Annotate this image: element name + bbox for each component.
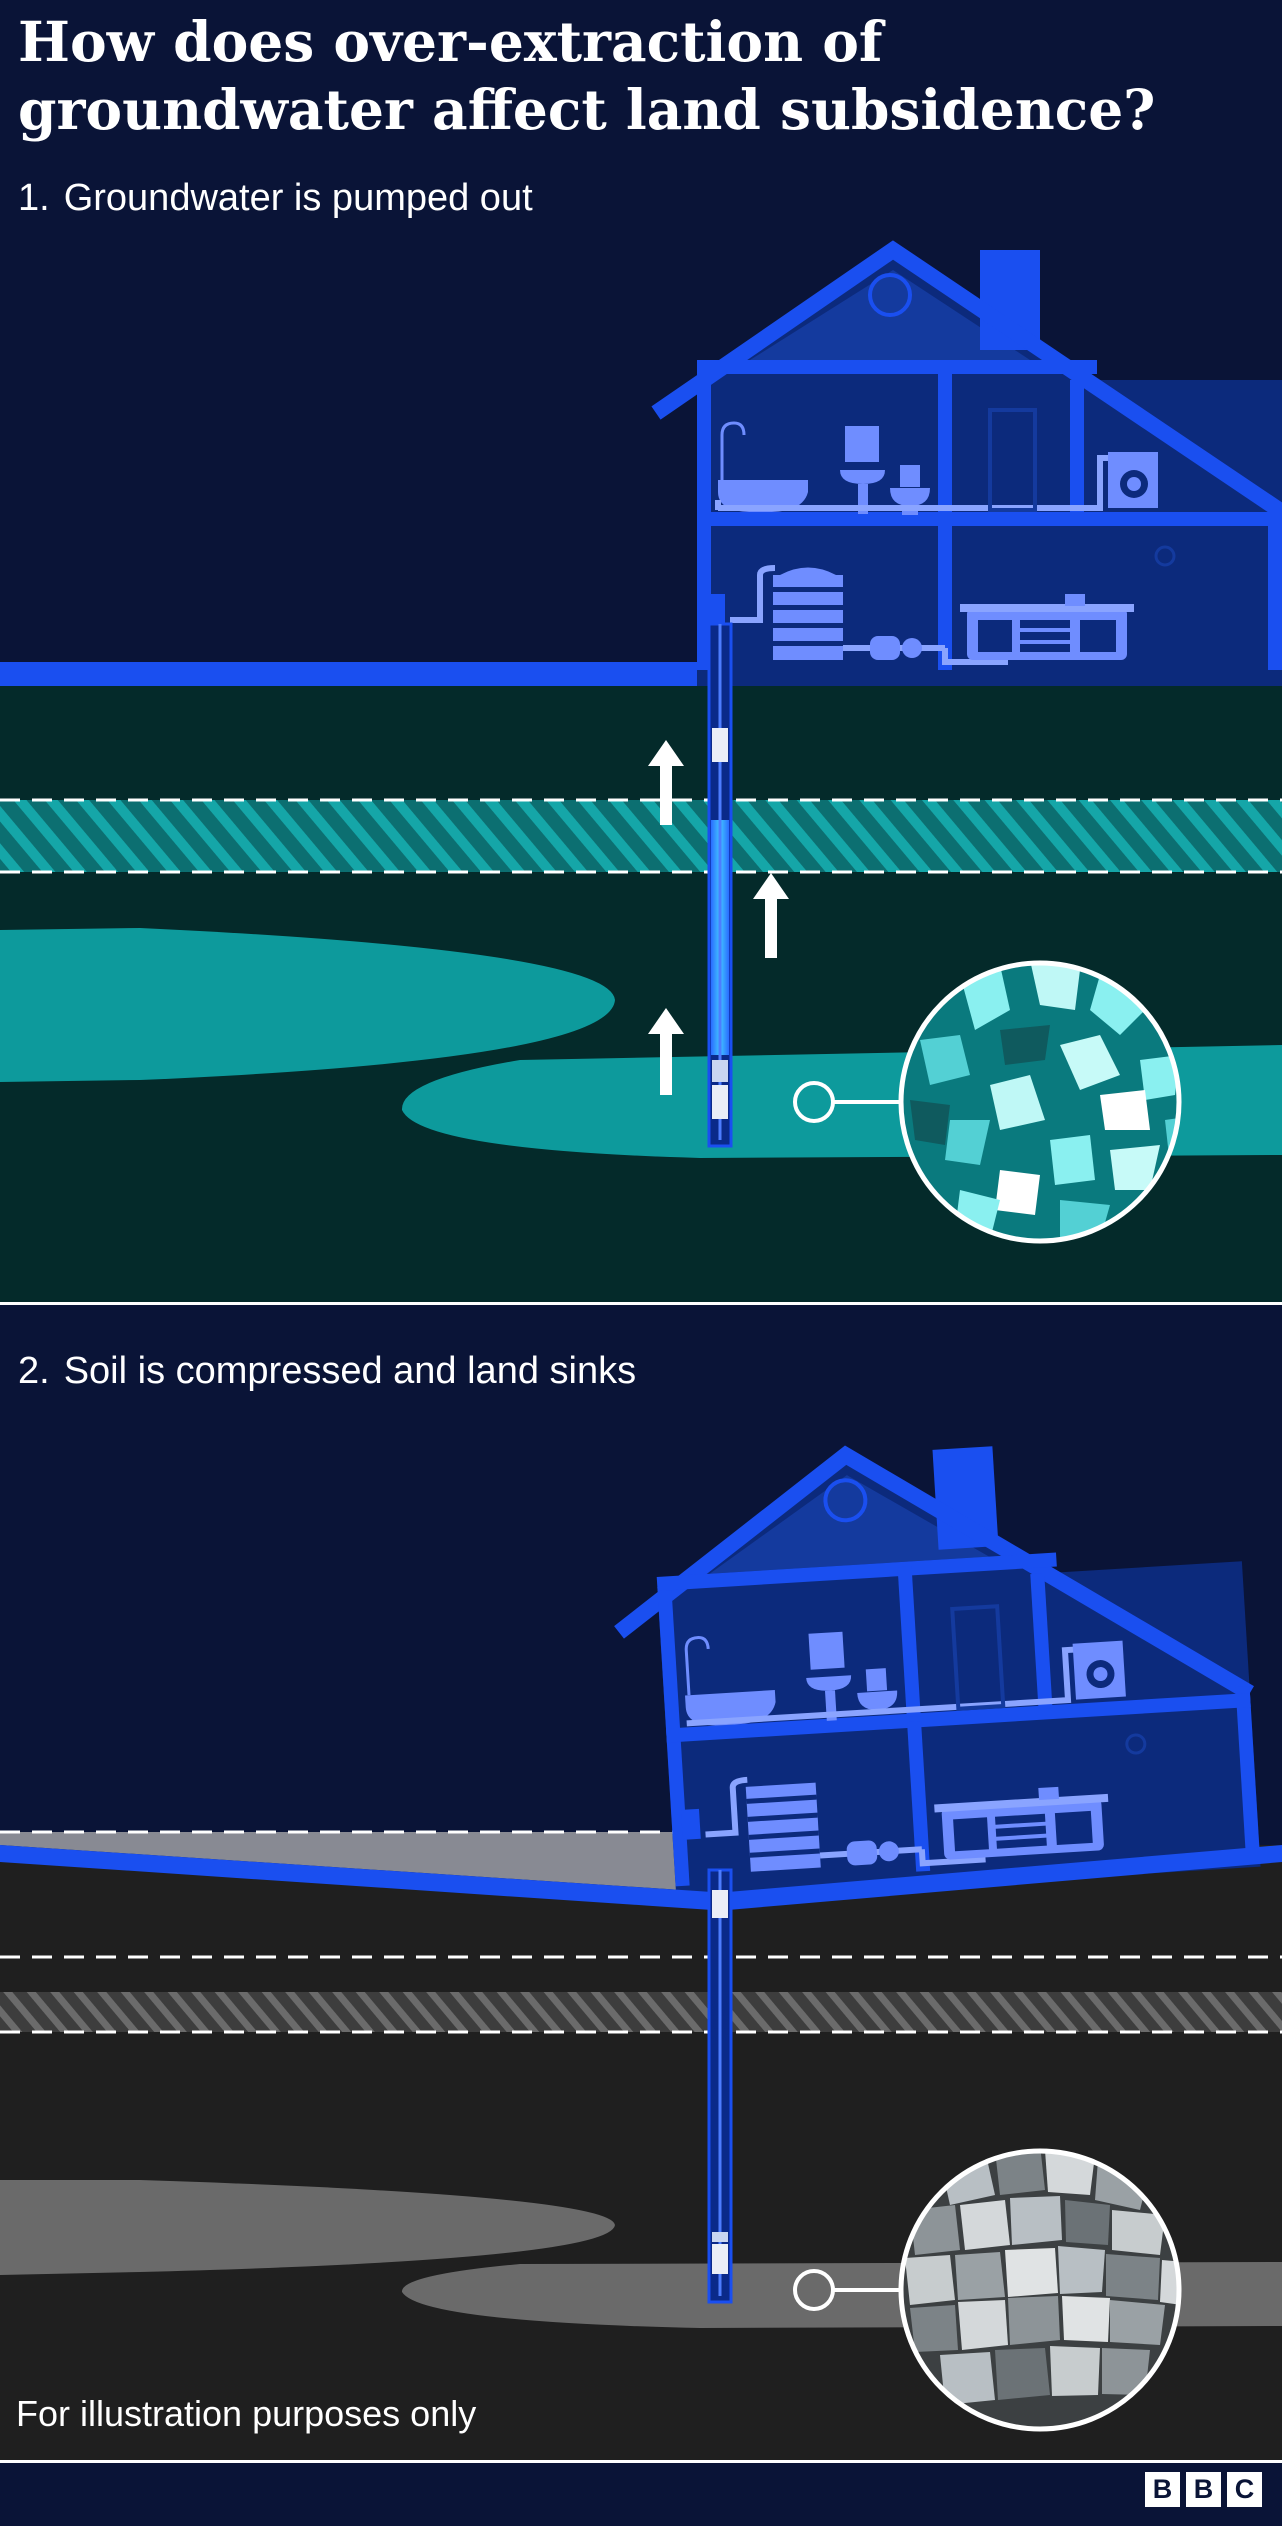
house-icon [0,240,1282,686]
step-2-number: 2. [18,1350,50,1392]
logo-letter-1: B [1145,2472,1180,2507]
soil-magnifier-icon [898,960,1182,1244]
up-arrow-icon [648,740,684,825]
house-icon [614,1445,1261,1903]
aquifer-left [0,928,615,1082]
footer-divider [0,2460,1282,2463]
panel-divider [0,1302,1282,1305]
compressed-aquifer-left [0,2180,615,2275]
water-pump-icon [843,636,945,660]
step-1-caption: 1. Groundwater is pumped out [18,175,533,221]
kitchen-counter-icon [960,594,1134,660]
up-arrow-icon [753,873,789,958]
clay-layer [0,800,1282,872]
illustration-disclaimer: For illustration purposes only [16,2393,477,2434]
well-pipe-icon [707,622,733,1148]
water-tank-icon [773,567,843,660]
step-1-number: 1. [18,177,50,219]
up-arrow-icon [648,1008,684,1095]
sunken-ground-right [728,1845,1282,1910]
logo-letter-2: B [1186,2472,1221,2507]
page-title: How does over-extraction of groundwater … [18,9,1156,142]
well-pipe-icon [707,1868,733,2304]
compressed-clay-layer [0,1992,1282,2032]
step-2-label: Soil is compressed and land sinks [63,1350,637,1392]
step-2-caption: 2. Soil is compressed and land sinks [18,1348,636,1394]
panel-2-underground [0,1830,1282,2462]
bbc-logo: B B C [1145,2472,1262,2507]
bathtub-icon [718,421,808,512]
subsided-ground-gap [0,1832,712,1892]
washing-machine-icon [1108,452,1158,508]
step-1-label: Groundwater is pumped out [63,177,533,219]
sink-icon [840,426,885,514]
soil-magnifier-icon [898,2148,1182,2432]
sunken-ground-left [0,1845,712,1910]
logo-letter-3: C [1227,2472,1262,2507]
